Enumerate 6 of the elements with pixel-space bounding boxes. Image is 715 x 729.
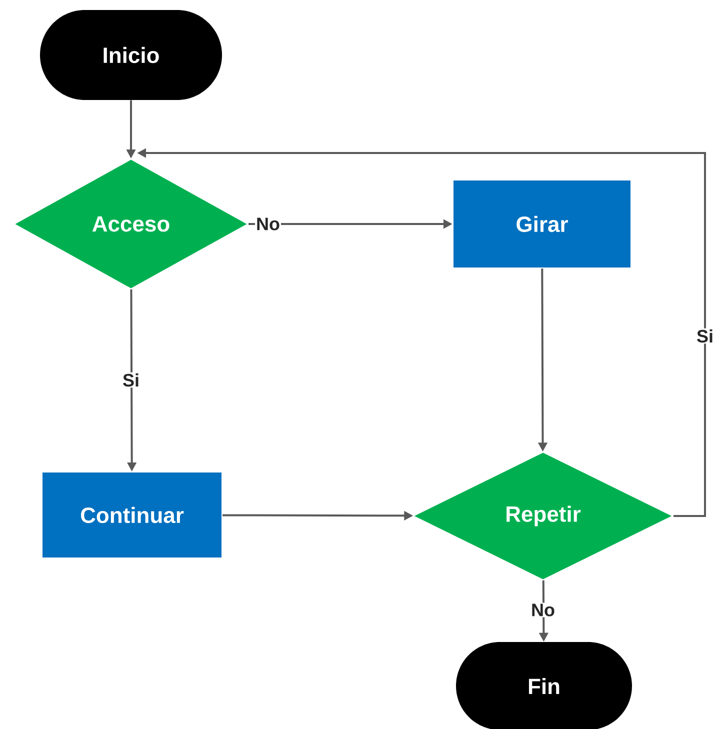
edge-label: Si	[696, 328, 714, 344]
process-box: Girar	[452, 180, 632, 268]
edge-label: Si	[122, 372, 140, 388]
edge-label: No	[530, 602, 556, 618]
process-box: Continuar	[42, 472, 222, 558]
edge-label: No	[255, 216, 281, 232]
